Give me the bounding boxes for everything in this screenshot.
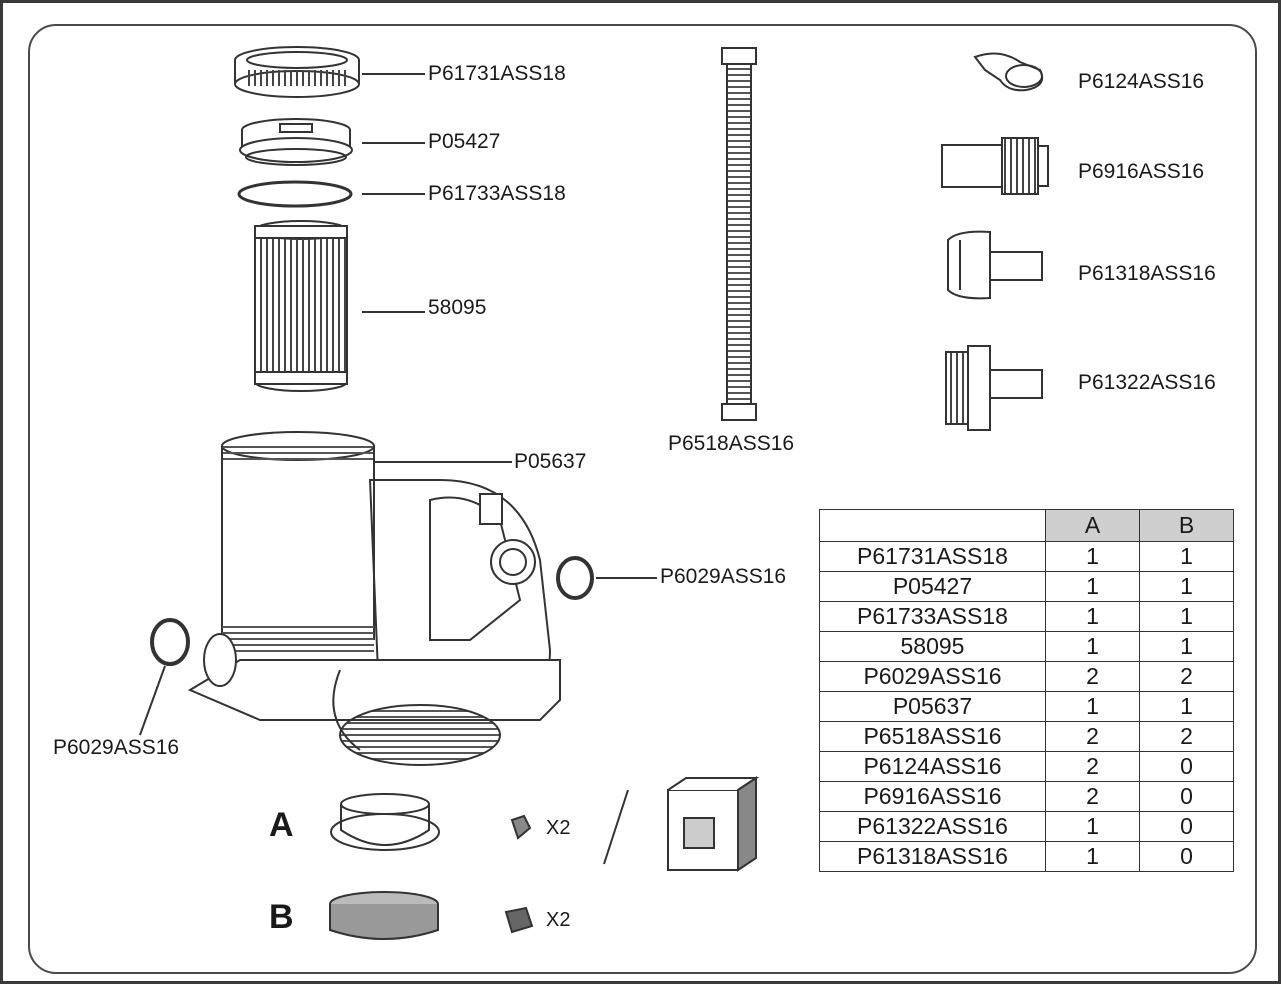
qty-a-cell: 2 [1045, 751, 1140, 782]
label-p05427: P05427 [428, 130, 501, 153]
qty-a-cell: 1 [1045, 841, 1140, 872]
locking-ring-part [234, 46, 360, 98]
qty-a-cell: 1 [1045, 811, 1140, 842]
label-p61322: P61322ASS16 [1078, 371, 1216, 394]
label-p6518: P6518ASS16 [668, 432, 795, 455]
part-number-cell: P05427 [819, 571, 1046, 602]
qty-b-cell: 1 [1139, 541, 1234, 572]
label-58095: 58095 [428, 296, 487, 319]
part-number-cell: P6916ASS16 [819, 781, 1046, 812]
hose-clamp-part [973, 52, 1044, 92]
qty-a-cell: 1 [1045, 541, 1140, 572]
table-header-b: B [1139, 509, 1234, 542]
qty-b-cell: 1 [1139, 601, 1234, 632]
part-number-cell: P61322ASS16 [819, 811, 1046, 842]
table-header-a: A [1045, 509, 1140, 542]
kit-b-count: X2 [546, 909, 571, 931]
seal-ring-left-part [150, 618, 190, 666]
part-number-cell: 58095 [819, 631, 1046, 662]
kit-a-pool-icon [330, 793, 440, 851]
filter-cap-part [239, 118, 353, 166]
filter-cartridge-part [254, 220, 348, 392]
kit-b-letter: B [269, 898, 294, 936]
qty-a-cell: 1 [1045, 631, 1140, 662]
qty-b-cell: 2 [1139, 721, 1234, 752]
pump-housing-part [187, 431, 561, 766]
qty-b-cell: 1 [1139, 631, 1234, 662]
kit-a-adapter-icon [510, 814, 532, 840]
kit-b-pool-icon [329, 891, 439, 940]
table-header-row: A B [819, 509, 1234, 542]
kit-b-adapter-icon [504, 906, 534, 934]
label-p6029-left: P6029ASS16 [53, 736, 180, 759]
outlet-nozzle-part [945, 345, 1043, 431]
label-p6916: P6916ASS16 [1078, 160, 1205, 183]
strainer-adapter-part [941, 137, 1049, 195]
qty-a-cell: 2 [1045, 721, 1140, 752]
divider-slash [603, 789, 629, 865]
part-number-cell: P05637 [819, 691, 1046, 722]
kit-a-letter: A [269, 806, 294, 844]
qty-a-cell: 2 [1045, 781, 1140, 812]
qty-b-cell: 0 [1139, 841, 1234, 872]
part-number-cell: P61318ASS16 [819, 841, 1046, 872]
label-p6124: P6124ASS16 [1078, 70, 1205, 93]
table-header-blank [819, 509, 1046, 542]
qty-b-cell: 0 [1139, 751, 1234, 782]
qty-b-cell: 1 [1139, 571, 1234, 602]
pump-box-icon [667, 776, 760, 872]
qty-b-cell: 0 [1139, 781, 1234, 812]
part-number-cell: P6518ASS16 [819, 721, 1046, 752]
label-p05637: P05637 [514, 450, 587, 473]
part-number-cell: P61733ASS18 [819, 601, 1046, 632]
qty-b-cell: 0 [1139, 811, 1234, 842]
label-p61733: P61733ASS18 [428, 182, 566, 205]
hose-part [721, 47, 757, 421]
part-number-cell: P6029ASS16 [819, 661, 1046, 692]
part-number-cell: P61731ASS18 [819, 541, 1046, 572]
label-p6029-right: P6029ASS16 [660, 565, 787, 588]
qty-b-cell: 1 [1139, 691, 1234, 722]
qty-a-cell: 1 [1045, 571, 1140, 602]
seal-ring-right-part [556, 556, 594, 600]
leader-line [139, 665, 166, 736]
kit-a-count: X2 [546, 817, 571, 839]
label-p61318: P61318ASS16 [1078, 262, 1216, 285]
qty-a-cell: 1 [1045, 691, 1140, 722]
qty-a-cell: 2 [1045, 661, 1140, 692]
label-p61731: P61731ASS18 [428, 62, 566, 85]
part-number-cell: P6124ASS16 [819, 751, 1046, 782]
inlet-nozzle-part [947, 230, 1043, 300]
o-ring-part [237, 180, 353, 208]
qty-b-cell: 2 [1139, 661, 1234, 692]
qty-a-cell: 1 [1045, 601, 1140, 632]
